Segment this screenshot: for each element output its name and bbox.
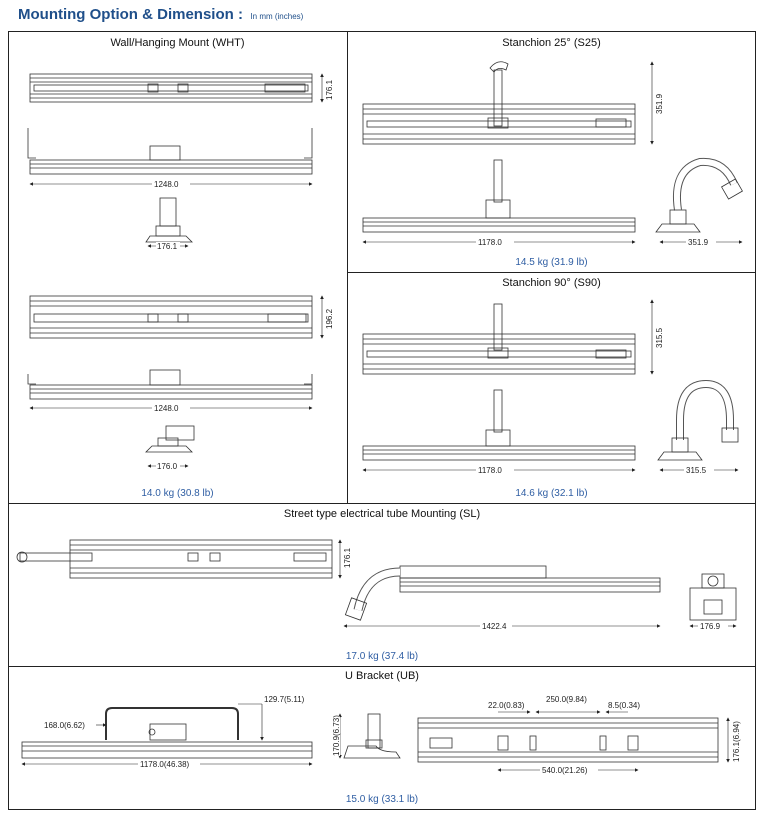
dim-wht-1: 176.1	[325, 79, 334, 100]
wht-front-view-2	[145, 425, 195, 453]
dim-ub-1: 129.7(5.11)	[264, 695, 305, 704]
ub-side-view	[21, 707, 313, 759]
wht-top-view-1	[29, 73, 313, 103]
sl-front-view	[689, 573, 737, 621]
dim-ub-8: 540.0(21.26)	[542, 766, 588, 775]
dim-wht-6: 176.0	[157, 462, 178, 471]
dim-ub-5: 22.0(0.83)	[488, 701, 525, 710]
dim-s25-3: 351.9	[688, 238, 709, 247]
s25-front-view	[655, 157, 743, 233]
panel-title-s90: Stanchion 90° (S90)	[502, 277, 601, 289]
dim-ub-4: 170.9(6.73)	[332, 715, 341, 756]
weight-sl: 17.0 kg (37.4 lb)	[345, 651, 419, 662]
dim-s90-1: 315.5	[655, 327, 664, 348]
panel-divider-lower	[8, 666, 756, 667]
weight-s90: 14.6 kg (32.1 lb)	[515, 488, 588, 499]
s25-top-view	[362, 61, 636, 145]
diagram-frame	[8, 31, 756, 810]
dim-sl-3: 176.9	[700, 622, 721, 631]
dim-ub-9: 176.1(6.94)	[732, 721, 741, 762]
dim-s25-1: 351.9	[655, 93, 664, 114]
s90-top-view	[362, 303, 636, 375]
weight-s25: 14.5 kg (31.9 lb)	[515, 257, 588, 268]
dim-ub-6: 250.0(9.84)	[546, 695, 587, 704]
dim-ub-2: 168.0(6.62)	[44, 721, 85, 730]
ub-front-view	[343, 713, 401, 759]
dim-wht-3: 176.1	[157, 242, 178, 251]
ub-top-view	[417, 717, 719, 763]
panel-divider-vertical	[347, 31, 348, 503]
wht-side-view-1	[27, 128, 313, 175]
wht-front-view-1	[145, 197, 193, 243]
wht-top-view-2	[29, 295, 313, 339]
units-note: In mm (inches)	[250, 12, 304, 21]
dim-wht-2: 1248.0	[154, 180, 179, 189]
s90-front-view	[657, 379, 739, 461]
section-title: Mounting Option & Dimension :	[18, 6, 243, 23]
dim-ub-3: 1178.0(46.38)	[140, 760, 190, 769]
s90-side-view	[362, 389, 636, 461]
weight-ub: 15.0 kg (33.1 lb)	[345, 794, 419, 805]
section-header: Mounting Option & Dimension : In mm (inc…	[18, 6, 303, 24]
dim-s25-2: 1178.0	[478, 238, 502, 247]
wht-side-view-2	[27, 369, 313, 400]
dim-sl-2: 1422.4	[482, 622, 507, 631]
panel-title-ub: U Bracket (UB)	[345, 670, 419, 682]
dim-s90-2: 1178.0	[478, 466, 502, 475]
panel-title-wht: Wall/Hanging Mount (WHT)	[110, 37, 245, 49]
dim-ub-7: 8.5(0.34)	[608, 701, 640, 710]
panel-title-s25: Stanchion 25° (S25)	[502, 37, 601, 49]
sl-side-view	[344, 565, 661, 621]
sl-top-view	[16, 539, 333, 579]
panel-divider-s25-s90	[347, 272, 756, 273]
dim-wht-4: 196.2	[325, 308, 334, 329]
weight-wht: 14.0 kg (30.8 lb)	[141, 488, 214, 499]
dim-sl-1: 176.1	[343, 547, 352, 568]
dim-wht-5: 1248.0	[154, 404, 179, 413]
dim-s90-3: 315.5	[686, 466, 707, 475]
s25-side-view	[362, 159, 636, 233]
panel-title-sl: Street type electrical tube Mounting (SL…	[283, 508, 481, 520]
panel-divider-upper	[8, 503, 756, 504]
